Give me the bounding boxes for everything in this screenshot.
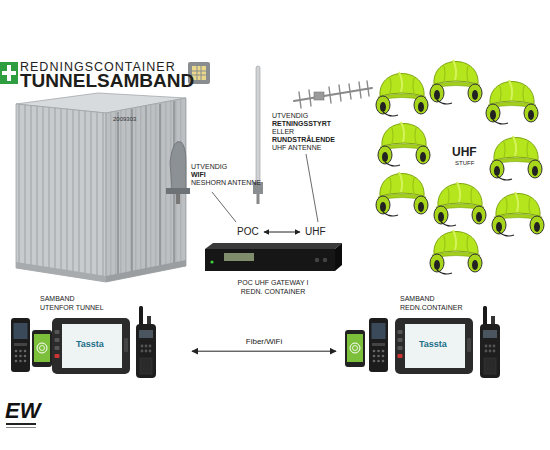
node-text: SAMBAND REDN.CONTAINER xyxy=(400,295,468,312)
antenna-label: RETNINGSSTYRT xyxy=(272,120,331,128)
port-label: UHF xyxy=(305,226,326,237)
leader-line xyxy=(306,154,318,222)
connector-arrow xyxy=(192,351,336,352)
screen-logo: Tassta xyxy=(76,340,104,350)
yagi-antenna xyxy=(294,81,372,108)
group-label: STUFF xyxy=(455,160,474,167)
antenna-label: WIFI xyxy=(191,171,206,179)
device-group-node: SAMBAND UTENFOR TUNNEL xyxy=(5,293,192,390)
group-label: UHF xyxy=(452,146,477,159)
antenna-label: UTVENDIG xyxy=(272,112,308,120)
gateway-device xyxy=(205,243,342,271)
company-logo: EW xyxy=(5,399,40,423)
ew-logo-mark xyxy=(6,423,36,428)
wifi-antenna xyxy=(166,141,190,204)
antenna-label: UTVENDIG xyxy=(191,163,227,171)
leader-line xyxy=(212,192,236,222)
antenna-label: RUNDSTRÅLENDE xyxy=(272,136,335,144)
screen-logo: Tassta xyxy=(419,340,447,350)
poc-uhf-arrow xyxy=(264,232,300,233)
node-text: POC UHF GATEWAY I REDN. CONTAINER xyxy=(236,279,310,296)
logo-cross xyxy=(0,62,18,84)
shipping-container xyxy=(16,93,186,282)
connector-label: Fiber/WiFi xyxy=(246,337,282,346)
device-group xyxy=(345,306,500,378)
helmet-group xyxy=(376,60,544,274)
port-label: POC xyxy=(237,226,259,237)
antenna-label: ELLER xyxy=(272,128,294,136)
brand-text: REDNINGSCONTAINER xyxy=(20,61,176,75)
node-text: SAMBAND UTENFOR TUNNEL xyxy=(40,295,108,312)
antenna-label: NESHORN ANTENNE xyxy=(191,179,261,187)
device-group xyxy=(11,306,156,378)
gateway-node: POC UHF GATEWAY I REDN. CONTAINER xyxy=(200,243,345,299)
container-number: 2009303 xyxy=(113,116,136,123)
device-group-node: SAMBAND REDN.CONTAINER xyxy=(336,293,508,390)
antenna-label: UHF ANTENNE xyxy=(272,144,321,152)
